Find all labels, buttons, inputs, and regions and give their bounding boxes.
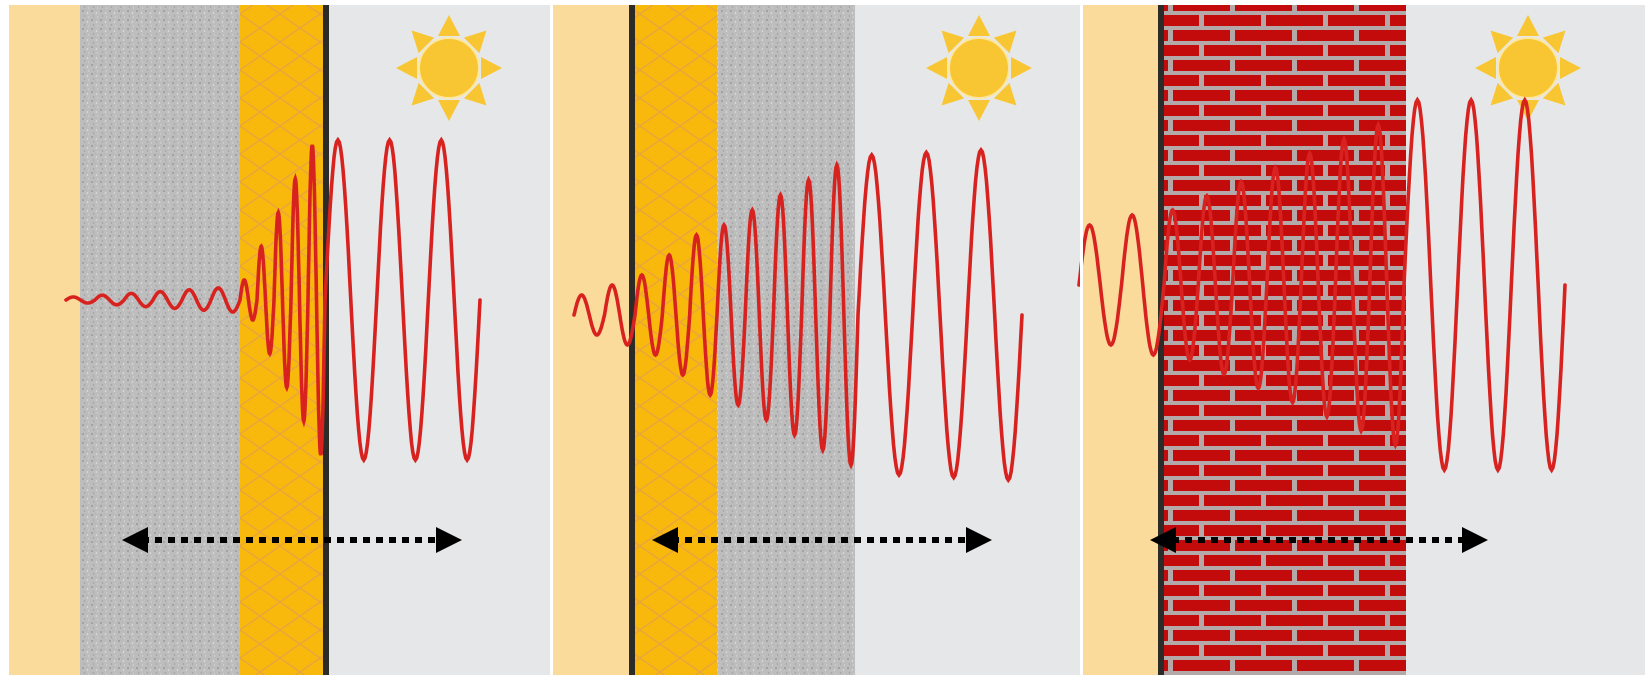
sun-ray	[1542, 82, 1566, 106]
sun-ray	[1517, 15, 1539, 36]
sun-ray	[993, 82, 1017, 106]
interior-plaster-layer	[553, 5, 629, 675]
sun-ray	[941, 82, 965, 106]
sun-ray	[463, 82, 487, 106]
sun-ray	[438, 15, 460, 36]
interior-plaster-layer	[9, 5, 80, 675]
panel-3	[1077, 5, 1645, 675]
sun-ray	[438, 100, 460, 121]
double-headed-dotted-arrow	[122, 527, 462, 553]
insulation-layer	[240, 5, 323, 675]
double-headed-dotted-arrow	[652, 527, 992, 553]
thermal-wave	[572, 146, 1024, 484]
concrete-layer	[80, 5, 240, 675]
sun-ray	[993, 30, 1017, 54]
sun-ray	[968, 100, 990, 121]
sun-ray	[481, 57, 502, 79]
sun-ray	[1011, 57, 1032, 79]
panel-divider	[1080, 0, 1083, 675]
sun-icon	[396, 15, 502, 121]
sun-ray	[396, 57, 417, 79]
thermal-wave	[1077, 96, 1567, 474]
thermal-wave	[64, 136, 482, 464]
sun-icon	[926, 15, 1032, 121]
sun-ray	[1490, 82, 1514, 106]
sun-ray	[968, 15, 990, 36]
interior-plaster-layer	[1083, 5, 1158, 675]
panel-1	[9, 5, 550, 675]
panel-divider	[550, 0, 553, 675]
panel-2	[553, 5, 1080, 675]
sun-ray	[1560, 57, 1581, 79]
sun-ray	[411, 82, 435, 106]
double-headed-dotted-arrow	[1150, 527, 1488, 553]
concrete-layer	[717, 5, 855, 675]
sun-ray	[463, 30, 487, 54]
sun-ray	[941, 30, 965, 54]
sun-ray	[1542, 30, 1566, 54]
sun-ray	[926, 57, 947, 79]
sun-ray	[1475, 57, 1496, 79]
sun-ray	[1490, 30, 1514, 54]
membrane-line	[1158, 5, 1164, 675]
sun-ray	[411, 30, 435, 54]
